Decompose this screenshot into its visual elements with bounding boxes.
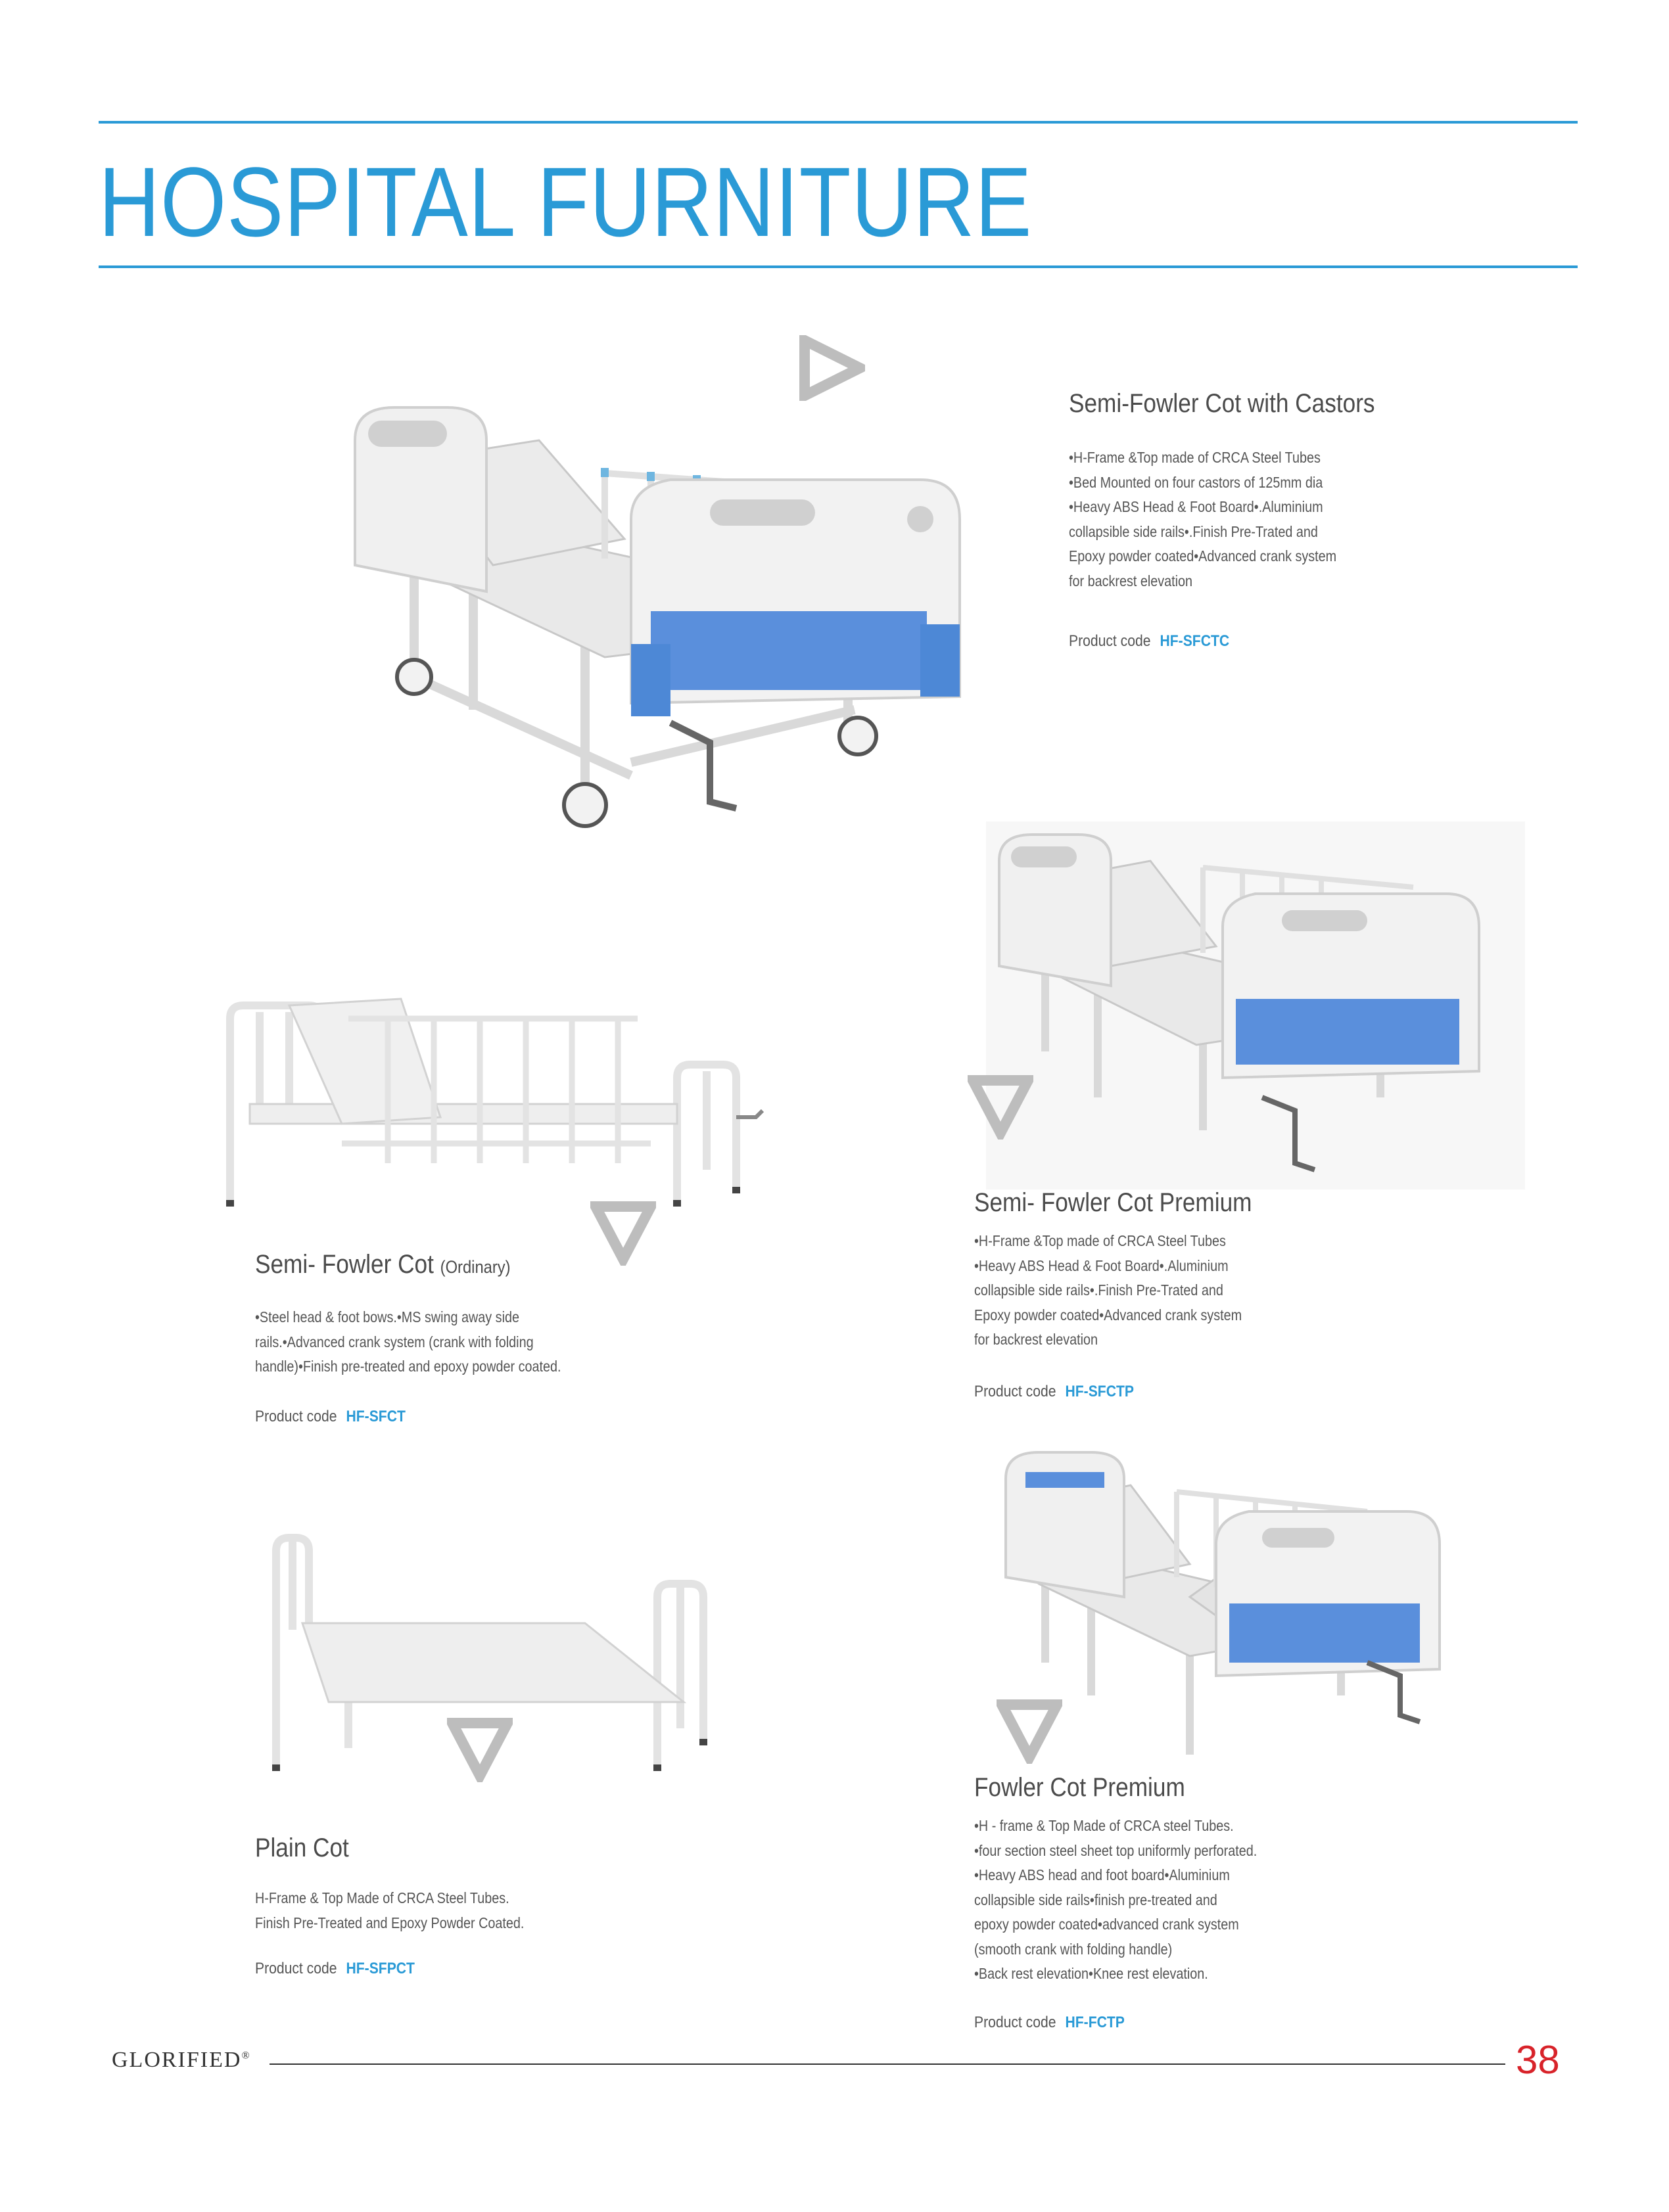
product-code-value: HF-SFCTP xyxy=(1065,1383,1134,1400)
description-line: rails.•Advanced crank system (crank with… xyxy=(255,1333,534,1350)
header-top-rule xyxy=(99,121,1578,124)
product-image-semi-fowler-premium xyxy=(986,821,1525,1189)
description-line: •Bed Mounted on four castors of 125mm di… xyxy=(1069,473,1323,491)
description-line: collapsible side rails•.Finish Pre-Trate… xyxy=(974,1281,1223,1299)
product-image-semi-fowler-castors xyxy=(354,406,961,828)
product-title: Semi- Fowler Cot (Ordinary) xyxy=(255,1250,511,1279)
description-line: •Heavy ABS Head & Foot Board•.Aluminium xyxy=(974,1256,1229,1274)
product-code-value: HF-SFCT xyxy=(346,1408,406,1425)
description-line: for backrest elevation xyxy=(1069,572,1193,589)
product-code-value: HF-SFCTC xyxy=(1160,632,1230,650)
description-line: •H-Frame &Top made of CRCA Steel Tubes xyxy=(1069,449,1321,466)
description-line: •H-Frame &Top made of CRCA Steel Tubes xyxy=(974,1232,1226,1249)
description-line: handle)•Finish pre-treated and epoxy pow… xyxy=(255,1358,561,1375)
product-image-semi-fowler-ordinary xyxy=(226,998,764,1207)
description-line: •Heavy ABS Head & Foot Board•.Aluminium xyxy=(1069,498,1323,515)
description-line: (smooth crank with folding handle) xyxy=(974,1940,1173,1958)
product-image-plain-cot xyxy=(272,1534,707,1771)
description-line: H-Frame & Top Made of CRCA Steel Tubes. xyxy=(255,1889,509,1906)
product-description: H-Frame & Top Made of CRCA Steel Tubes. … xyxy=(255,1886,524,1935)
description-line: Epoxy powder coated•Advanced crank syste… xyxy=(1069,547,1337,565)
down-triangle-icon xyxy=(447,1718,513,1782)
product-description: •H-Frame &Top made of CRCA Steel Tubes •… xyxy=(1069,446,1336,593)
product-image-fowler-premium xyxy=(1004,1451,1441,1755)
product-title: Plain Cot xyxy=(255,1833,349,1862)
product-description: •Steel head & foot bows.•MS swing away s… xyxy=(255,1305,561,1379)
brand-logo: GLORIFIED® xyxy=(112,2048,251,2072)
description-line: Finish Pre-Treated and Epoxy Powder Coat… xyxy=(255,1914,525,1931)
description-line: •Steel head & foot bows.•MS swing away s… xyxy=(255,1308,519,1325)
page-number: 38 xyxy=(1516,2038,1560,2082)
product-description: •H - frame & Top Made of CRCA steel Tube… xyxy=(974,1814,1257,1987)
product-description: •H-Frame &Top made of CRCA Steel Tubes •… xyxy=(974,1229,1242,1352)
product-title: Semi-Fowler Cot with Castors xyxy=(1069,389,1375,418)
description-line: •four section steel sheet top uniformly … xyxy=(974,1841,1258,1859)
page-title: HOSPITAL FURNITURE xyxy=(99,147,1033,257)
product-code-value: HF-SFPCT xyxy=(346,1960,415,1977)
description-line: collapsible side rails•finish pre-treate… xyxy=(974,1891,1217,1908)
description-line: epoxy powder coated•advanced crank syste… xyxy=(974,1916,1239,1933)
description-line: •Back rest elevation•Knee rest elevation… xyxy=(974,1965,1208,1982)
right-triangle-icon xyxy=(799,335,865,401)
product-title: Fowler Cot Premium xyxy=(974,1773,1185,1802)
down-triangle-icon xyxy=(590,1201,656,1266)
description-line: •H - frame & Top Made of CRCA steel Tube… xyxy=(974,1817,1234,1834)
product-title: Semi- Fowler Cot Premium xyxy=(974,1188,1252,1217)
description-line: •Heavy ABS head and foot board•Aluminium xyxy=(974,1866,1230,1883)
down-triangle-icon xyxy=(997,1699,1062,1764)
product-code-value: HF-FCTP xyxy=(1065,2014,1125,2031)
description-line: Epoxy powder coated•Advanced crank syste… xyxy=(974,1306,1242,1324)
footer-rule xyxy=(270,2063,1505,2065)
description-line: collapsible side rails•.Finish Pre-Trate… xyxy=(1069,522,1318,540)
header-bottom-rule xyxy=(99,265,1578,268)
down-triangle-icon xyxy=(968,1075,1033,1140)
description-line: for backrest elevation xyxy=(974,1331,1098,1348)
